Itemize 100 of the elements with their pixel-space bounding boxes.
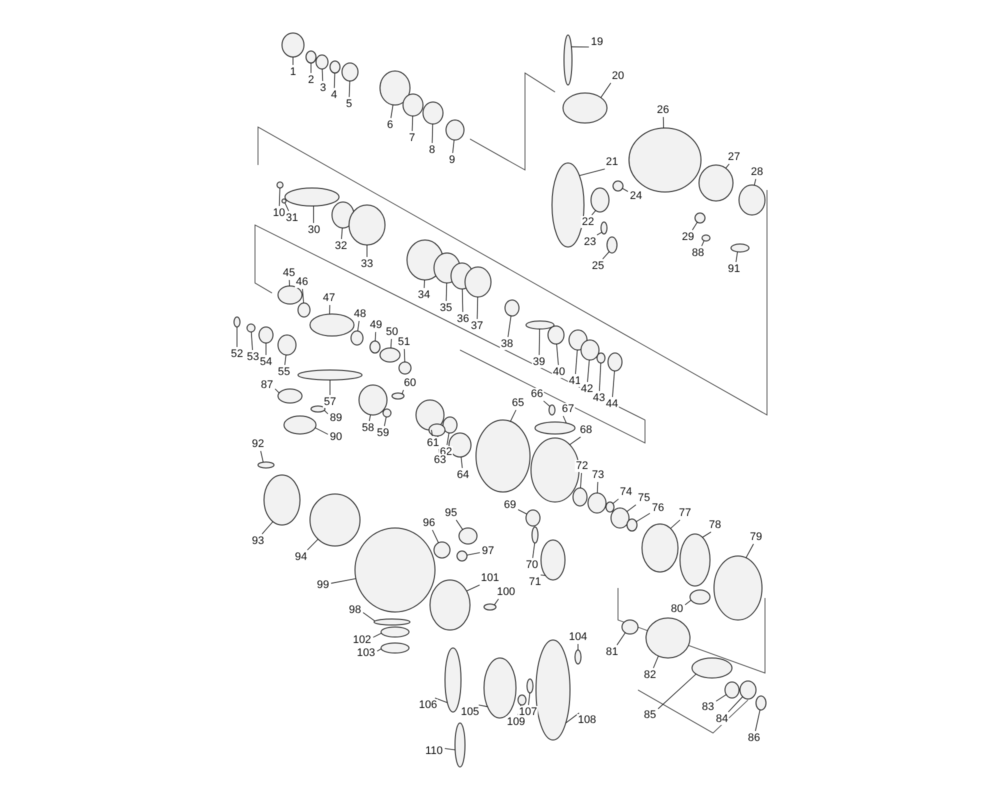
leader-line bbox=[412, 116, 414, 132]
leader-line bbox=[540, 574, 546, 576]
part-outline bbox=[606, 502, 614, 512]
callout-number: 36 bbox=[456, 313, 470, 325]
part-outline bbox=[402, 94, 424, 116]
callout-number: 106 bbox=[418, 699, 438, 711]
callout-number: 49 bbox=[368, 319, 384, 331]
leader-line bbox=[250, 332, 253, 350]
callout-number: 67 bbox=[560, 403, 576, 415]
part-outline bbox=[464, 266, 492, 298]
leader-line bbox=[575, 350, 578, 374]
callout-number: 3 bbox=[318, 82, 328, 94]
part-outline bbox=[562, 92, 608, 124]
leader-line bbox=[736, 251, 738, 262]
part-outline bbox=[342, 62, 358, 82]
callout-number: 35 bbox=[438, 302, 454, 314]
part-outline bbox=[278, 388, 302, 404]
callout-number: 47 bbox=[322, 292, 336, 304]
callout-number: 43 bbox=[592, 392, 606, 404]
part-outline bbox=[572, 488, 588, 506]
callout-number: 51 bbox=[396, 336, 412, 348]
leader-line bbox=[390, 338, 392, 348]
leader-line bbox=[528, 692, 530, 706]
callout-number: 81 bbox=[604, 646, 620, 658]
callout-number: 91 bbox=[726, 263, 742, 275]
callout-number: 101 bbox=[480, 572, 500, 584]
callout-number: 109 bbox=[506, 716, 526, 728]
leader-line bbox=[330, 578, 356, 584]
leader-line bbox=[424, 280, 425, 288]
leader-line bbox=[466, 584, 480, 592]
leader-line bbox=[456, 520, 464, 530]
leader-line bbox=[662, 116, 664, 128]
callout-number: 25 bbox=[590, 260, 606, 272]
part-outline bbox=[310, 494, 360, 546]
part-outline bbox=[730, 244, 750, 252]
leader-line bbox=[460, 456, 463, 468]
leader-line bbox=[702, 532, 712, 538]
part-outline bbox=[392, 392, 404, 400]
leader-line bbox=[684, 600, 692, 606]
leader-line bbox=[452, 140, 454, 154]
callout-number: 68 bbox=[578, 424, 594, 436]
callout-number: 45 bbox=[282, 267, 296, 279]
part-outline bbox=[234, 316, 240, 328]
part-outline bbox=[564, 34, 572, 86]
callout-number: 64 bbox=[456, 469, 470, 481]
leader-line bbox=[431, 430, 433, 436]
part-outline bbox=[358, 384, 388, 416]
part-outline bbox=[600, 222, 608, 234]
callout-number: 77 bbox=[678, 507, 692, 519]
leader-line bbox=[569, 436, 581, 446]
part-outline bbox=[434, 542, 450, 558]
leader-line bbox=[725, 164, 730, 169]
part-outline bbox=[442, 416, 458, 434]
part-outline bbox=[646, 618, 690, 658]
leader-line bbox=[307, 538, 318, 550]
callout-number: 87 bbox=[260, 379, 274, 391]
part-outline bbox=[430, 580, 470, 630]
part-outline bbox=[458, 528, 478, 544]
leader-line bbox=[616, 632, 626, 646]
callout-number: 99 bbox=[316, 579, 330, 591]
part-outline bbox=[484, 604, 496, 610]
leader-line bbox=[532, 542, 536, 558]
part-outline bbox=[606, 236, 618, 254]
leader-line bbox=[579, 168, 606, 176]
callout-number: 107 bbox=[518, 706, 538, 718]
part-outline bbox=[298, 302, 310, 318]
leader-line bbox=[728, 696, 744, 712]
callout-number: 26 bbox=[656, 104, 670, 116]
part-outline bbox=[540, 540, 566, 580]
leader-line bbox=[292, 56, 294, 66]
part-outline bbox=[714, 556, 762, 620]
leader-line bbox=[262, 521, 274, 534]
part-outline bbox=[382, 408, 392, 418]
leader-line bbox=[341, 228, 343, 240]
callout-number: 28 bbox=[750, 166, 764, 178]
leader-line bbox=[510, 410, 516, 422]
callout-number: 98 bbox=[348, 604, 362, 616]
callout-number: 65 bbox=[510, 397, 526, 409]
leader-line bbox=[404, 348, 406, 362]
part-outline bbox=[258, 462, 274, 468]
leader-line bbox=[596, 482, 598, 494]
part-outline bbox=[476, 420, 530, 492]
callout-number: 59 bbox=[376, 427, 390, 439]
part-outline bbox=[536, 640, 570, 740]
callout-number: 30 bbox=[306, 224, 322, 236]
leader-line bbox=[653, 656, 659, 668]
leader-line bbox=[478, 704, 488, 708]
leader-line bbox=[284, 354, 286, 366]
part-outline bbox=[380, 642, 410, 654]
callout-number: 5 bbox=[344, 98, 354, 110]
leader-line bbox=[288, 280, 290, 286]
callout-number: 57 bbox=[322, 396, 338, 408]
part-outline bbox=[610, 508, 630, 528]
part-outline bbox=[306, 50, 316, 64]
leader-line bbox=[538, 328, 540, 356]
callout-number: 58 bbox=[360, 422, 376, 434]
callout-number: 89 bbox=[328, 412, 344, 424]
leader-line bbox=[612, 370, 615, 398]
leader-line bbox=[462, 288, 464, 312]
callout-number: 97 bbox=[480, 545, 496, 557]
